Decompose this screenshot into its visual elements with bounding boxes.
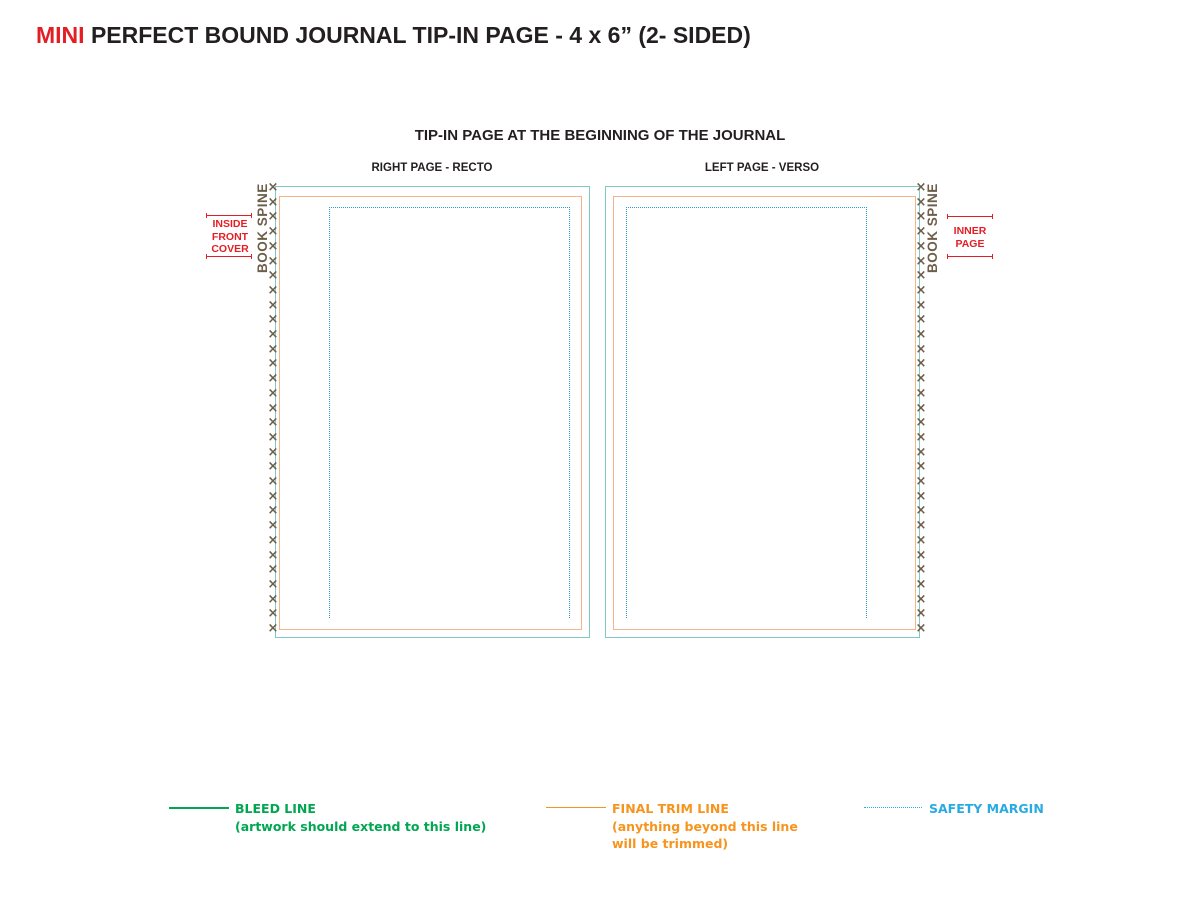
- cover-arrow-bottom: [206, 256, 252, 257]
- legend-bleed: BLEED LINE (artwork should extend to thi…: [235, 800, 486, 835]
- legend-trim-title: FINAL TRIM LINE: [612, 801, 729, 816]
- legend-bleed-desc: (artwork should extend to this line): [235, 818, 487, 834]
- cover-arrow-tick: [251, 254, 252, 259]
- legend-safety: SAFETY MARGIN: [929, 800, 1044, 818]
- right-page-trim-line: [279, 196, 582, 630]
- legend-trim: FINAL TRIM LINE (anything beyond this li…: [612, 800, 798, 853]
- right-book-spine-label: BOOK SPINE: [925, 183, 940, 273]
- title-rest: PERFECT BOUND JOURNAL TIP-IN PAGE - 4 x …: [90, 22, 751, 48]
- legend-safety-title: SAFETY MARGIN: [929, 801, 1044, 816]
- label-line: COVER: [211, 243, 249, 255]
- diagram-subtitle: TIP-IN PAGE AT THE BEGINNING OF THE JOUR…: [414, 127, 786, 144]
- right-page-bleed-line: [275, 186, 590, 638]
- inner-arrow-top: [947, 216, 993, 217]
- legend-bleed-title: BLEED LINE: [235, 801, 316, 816]
- left-spine-stitch-markers: × × × × × × × × × × × × × × × × × × × × …: [267, 181, 279, 637]
- right-page-safety-margin: [329, 207, 570, 618]
- title-accent: MINI: [36, 22, 85, 48]
- label-line: FRONT: [211, 230, 249, 243]
- page-title: MINI PERFECT BOUND JOURNAL TIP-IN PAGE -…: [36, 22, 751, 49]
- legend-bleed-swatch: [169, 807, 229, 809]
- left-page-bleed-line: [605, 186, 920, 638]
- right-spine-stitch-markers: × × × × × × × × × × × × × × × × × × × × …: [915, 181, 927, 637]
- label-line: INNER: [953, 225, 987, 237]
- left-page-safety-margin: [626, 207, 867, 618]
- legend-trim-desc-line1: (anything beyond this line: [612, 818, 798, 834]
- inner-arrow-bottom: [947, 256, 993, 257]
- left-page-label: LEFT PAGE - VERSO: [704, 162, 820, 174]
- label-line: INSIDE: [212, 218, 248, 230]
- label-line: PAGE: [955, 237, 985, 250]
- inner-arrow-tick: [992, 214, 993, 219]
- legend-trim-swatch: [546, 807, 606, 808]
- inner-page-label: INNER PAGE: [944, 225, 996, 250]
- right-page-label: RIGHT PAGE - RECTO: [371, 162, 493, 174]
- legend-safety-swatch: [864, 807, 922, 808]
- cover-arrow-tick: [251, 213, 252, 218]
- left-page-trim-line: [613, 196, 916, 630]
- cover-arrow-top: [206, 215, 252, 216]
- inside-front-cover-label: INSIDE FRONT COVER: [202, 218, 258, 256]
- inner-arrow-tick: [992, 254, 993, 259]
- legend-trim-desc-line2: will be trimmed): [612, 836, 729, 851]
